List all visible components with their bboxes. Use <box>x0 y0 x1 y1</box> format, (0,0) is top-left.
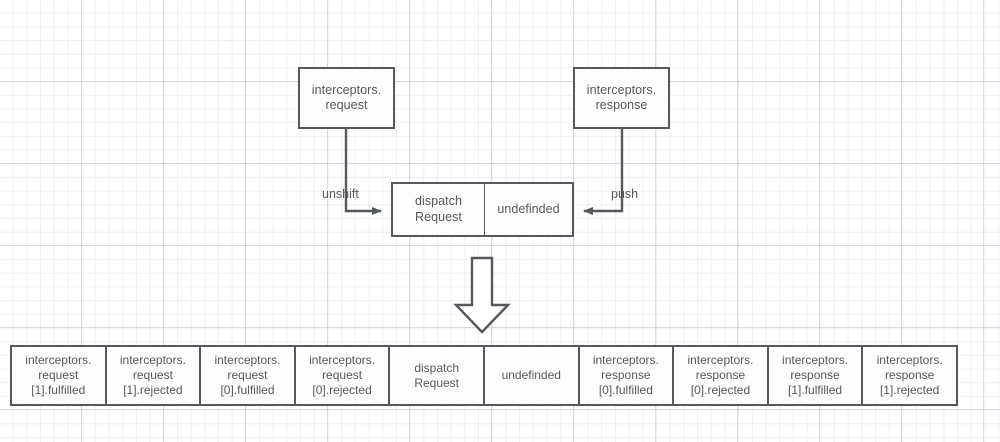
chain-cell[interactable]: interceptors. request [1].fulfilled <box>12 347 107 404</box>
connector-label-push: push <box>611 187 639 201</box>
chain-cell[interactable]: interceptors. response [1].fulfilled <box>769 347 864 404</box>
down-arrow-icon <box>453 256 511 334</box>
connector-label-unshift: unshift <box>322 187 359 201</box>
result-chain-table: interceptors. request [1].fulfilled inte… <box>10 345 958 406</box>
node-interceptors-request[interactable]: interceptors. request <box>298 67 395 129</box>
node-undefinded[interactable]: undefinded <box>484 182 574 237</box>
chain-cell[interactable]: undefinded <box>485 347 580 404</box>
node-dispatch-request[interactable]: dispatch Request <box>391 182 485 237</box>
chain-cell[interactable]: interceptors. response [1].rejected <box>876 353 943 397</box>
chain-cell[interactable]: interceptors. request [0].fulfilled <box>201 347 296 404</box>
chain-cell[interactable]: interceptors. response [0].fulfilled <box>580 347 675 404</box>
node-interceptors-response[interactable]: interceptors. response <box>573 67 670 129</box>
connector-push <box>583 129 624 215</box>
chain-cell[interactable]: dispatch Request <box>390 347 485 404</box>
connector-unshift <box>344 129 382 215</box>
chain-cell[interactable]: interceptors. request [0].rejected <box>296 347 391 404</box>
chain-cell[interactable]: interceptors. request [1].rejected <box>107 347 202 404</box>
chain-cell[interactable]: interceptors. response [0].rejected <box>674 347 769 404</box>
